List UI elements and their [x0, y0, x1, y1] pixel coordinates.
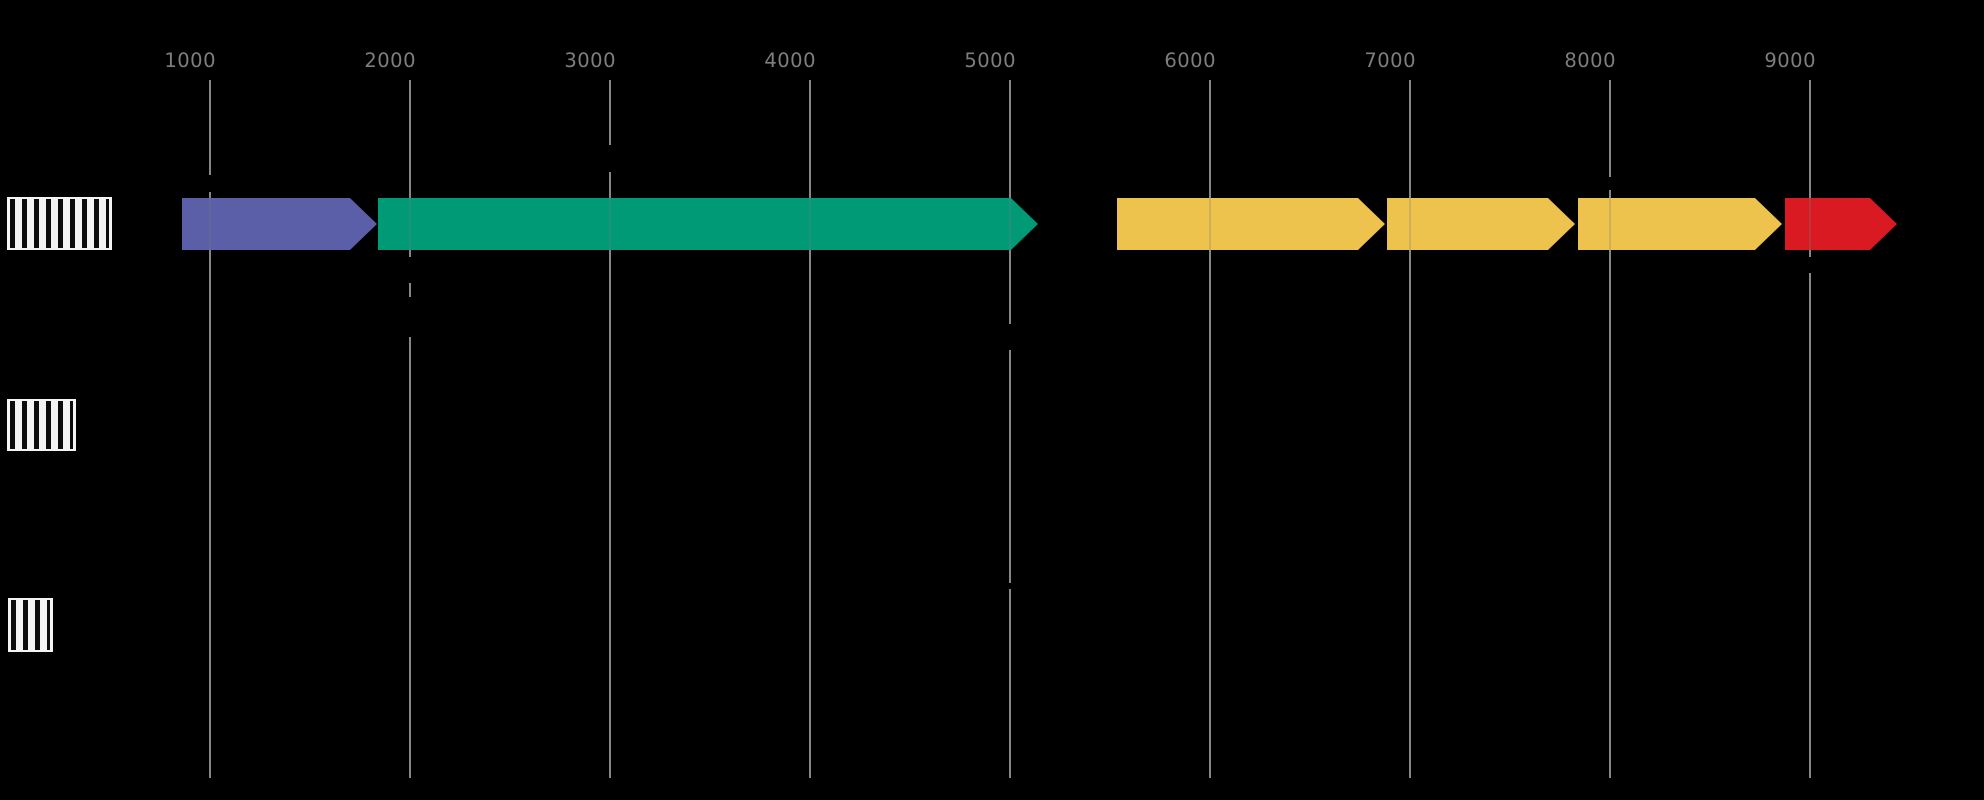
barcode-stripes [10, 199, 109, 248]
gene-feature-arrow [378, 198, 1038, 250]
gene-feature-arrow [1117, 198, 1385, 250]
axis-gridline-overlay [1609, 80, 1611, 778]
hidden-text-occluder [1009, 324, 1012, 350]
axis-gridline-overlay [1209, 80, 1211, 778]
axis-gridline [209, 80, 211, 778]
hidden-text-occluder [1009, 583, 1012, 589]
axis-gridline-overlay [1809, 80, 1811, 778]
axis-gridline-overlay [209, 80, 211, 778]
axis-tick-label: 6000 [1164, 49, 1216, 72]
axis-gridline [1809, 80, 1811, 778]
gene-feature-arrow [1578, 198, 1782, 250]
axis-gridline-overlay [609, 80, 611, 778]
axis-gridline-overlay [409, 80, 411, 778]
axis-gridline [1609, 80, 1611, 778]
axis-gridline [409, 80, 411, 778]
axis-tick-label: 3000 [564, 49, 616, 72]
axis-gridline [1209, 80, 1211, 778]
axis-tick-label: 1000 [164, 49, 216, 72]
gene-feature-arrow [1387, 198, 1575, 250]
gene-feature-arrow [1785, 198, 1897, 250]
axis-gridline-overlay [1409, 80, 1411, 778]
axis-tick-label: 7000 [1364, 49, 1416, 72]
axis-gridline [809, 80, 811, 778]
hidden-text-occluder [409, 257, 412, 283]
axis-gridline [609, 80, 611, 778]
record-label-barcode [7, 197, 112, 250]
hidden-text-occluder [1609, 177, 1612, 190]
hidden-text-occluder [209, 175, 212, 192]
barcode-stripes [10, 401, 73, 449]
axis-tick-label: 2000 [364, 49, 416, 72]
axis-tick-label: 4000 [764, 49, 816, 72]
axis-tick-label: 9000 [1764, 49, 1816, 72]
hidden-text-occluder [609, 145, 612, 172]
axis-gridline-overlay [809, 80, 811, 778]
hidden-text-occluder [409, 297, 412, 337]
record-label-barcode [7, 399, 76, 451]
axis-gridline [1009, 80, 1011, 778]
axis-tick-label: 8000 [1564, 49, 1616, 72]
axis-gridline [1409, 80, 1411, 778]
axis-tick-label: 5000 [964, 49, 1016, 72]
barcode-stripes [11, 600, 50, 650]
axis-gridline-overlay [1009, 80, 1011, 778]
hidden-text-occluder [1809, 257, 1812, 273]
record-label-barcode [8, 598, 53, 652]
gene-feature-arrow [182, 198, 377, 250]
